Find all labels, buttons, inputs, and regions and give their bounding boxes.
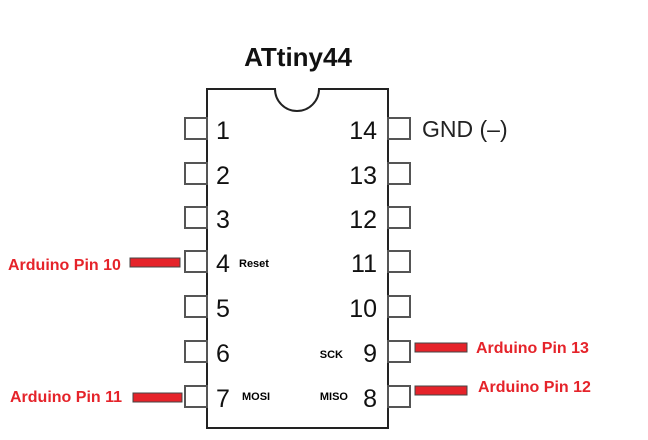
pin-10-pad xyxy=(387,295,411,318)
arduino-pin-11-label: Arduino Pin 11 xyxy=(10,389,122,406)
wire-pin8 xyxy=(414,385,468,396)
gnd-label: GND (–) xyxy=(422,116,508,142)
pin-number: 6 xyxy=(216,340,230,368)
pin-number: 9 xyxy=(363,340,377,368)
wire-pin9 xyxy=(414,342,468,353)
arduino-pin-10-label: Arduino Pin 10 xyxy=(8,257,121,274)
pin-3-pad xyxy=(184,206,208,229)
left-pins xyxy=(184,117,208,408)
pin-5-pad xyxy=(184,295,208,318)
chip-title: ATtiny44 xyxy=(244,42,352,72)
pin-9-pad xyxy=(387,340,411,363)
pin-number: 8 xyxy=(363,385,377,413)
pin-number: 14 xyxy=(349,117,377,145)
pin-number: 13 xyxy=(349,162,377,190)
wire-pin7 xyxy=(132,392,183,403)
pin-4-pad xyxy=(184,250,208,273)
chip-body xyxy=(206,88,389,429)
pin-7-pad xyxy=(184,385,208,408)
signal-mosi: MOSI xyxy=(242,391,270,403)
arduino-pin-13-label: Arduino Pin 13 xyxy=(476,340,589,357)
pin-1-pad xyxy=(184,117,208,140)
pin-6-pad xyxy=(184,340,208,363)
signal-reset: Reset xyxy=(239,258,269,270)
right-pins xyxy=(387,117,411,408)
signal-miso: MISO xyxy=(320,391,349,403)
pin-number: 3 xyxy=(216,206,230,234)
pin-8-pad xyxy=(387,385,411,408)
pin-2-pad xyxy=(184,162,208,185)
pin-number: 1 xyxy=(216,117,230,145)
pin-number: 2 xyxy=(216,162,230,190)
pin-number: 11 xyxy=(351,250,377,278)
pin-number: 12 xyxy=(349,206,377,234)
pin-number: 7 xyxy=(216,385,230,413)
pin-14-pad xyxy=(387,117,411,140)
pin-number: 5 xyxy=(216,295,230,323)
wire-pin4 xyxy=(129,257,181,268)
pin-number: 10 xyxy=(349,295,377,323)
pin-13-pad xyxy=(387,162,411,185)
arduino-pin-12-label: Arduino Pin 12 xyxy=(478,379,591,396)
pin-12-pad xyxy=(387,206,411,229)
pin-number: 4 xyxy=(216,250,230,278)
signal-sck: SCK xyxy=(320,349,343,361)
pin-11-pad xyxy=(387,250,411,273)
